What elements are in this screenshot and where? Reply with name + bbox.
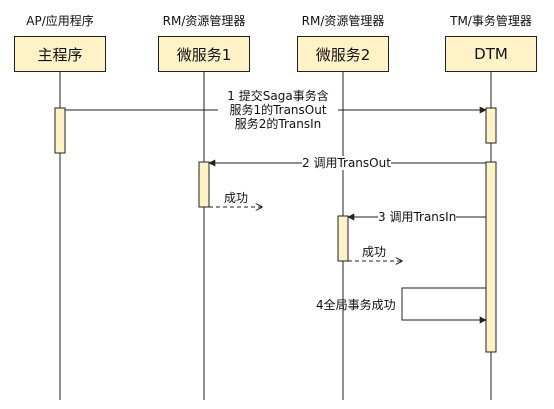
message-1-label: 1 提交Saga事务含 服务1的TransOut 服务2的TransIn — [218, 89, 338, 131]
message-3-label: 3 调用TransIn — [378, 210, 457, 224]
role-label-svc2: RM/资源管理器 — [301, 14, 385, 28]
message-1-line-1: 1 提交Saga事务含 — [218, 89, 338, 103]
role-label-svc1: RM/资源管理器 — [162, 14, 246, 28]
arrow-m4-self — [401, 287, 487, 324]
participant-svc2-box: 微服务2 — [297, 36, 389, 72]
message-4-label: 4全局事务成功 — [316, 298, 396, 312]
activation-dtm-2 — [485, 161, 497, 353]
participant-dtm-name: DTM — [474, 45, 508, 63]
participant-main-box: 主程序 — [14, 36, 106, 72]
participant-svc1-box: 微服务1 — [158, 36, 250, 72]
message-2-label: 2 调用TransOut — [302, 156, 391, 170]
message-1-line-3: 服务2的TransIn — [218, 117, 338, 131]
participant-dtm-box: DTM — [445, 36, 537, 72]
role-label-main: AP/应用程序 — [26, 14, 94, 28]
activation-main — [54, 107, 66, 154]
role-label-dtm: TM/事务管理器 — [450, 14, 532, 28]
participant-svc1-name: 微服务1 — [176, 45, 232, 64]
message-2-reply-label: 成功 — [224, 191, 249, 205]
activation-dtm-1 — [485, 107, 497, 144]
participant-main-name: 主程序 — [37, 45, 83, 64]
message-3-reply-label: 成功 — [362, 245, 387, 259]
activation-svc1 — [198, 161, 210, 208]
message-1-line-2: 服务1的TransOut — [218, 103, 338, 117]
activation-svc2 — [337, 215, 349, 262]
participant-svc2-name: 微服务2 — [315, 45, 371, 64]
